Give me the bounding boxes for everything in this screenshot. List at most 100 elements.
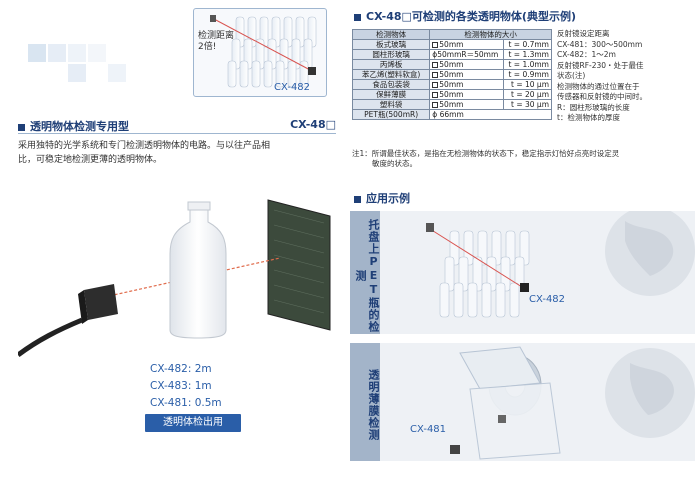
square-icon [432,102,439,108]
size-value: 50mm [439,40,464,49]
decor-square [108,64,126,82]
table-cell: 苯乙烯(塑料软盒) [351,69,431,80]
detectable-objects-header: CX-48□可检测的各类透明物体(典型示例) [354,8,694,24]
table-cell: 50mm [429,39,505,50]
note-line: 状态(注) [557,71,586,80]
table-row: 苯乙烯(塑料软盒) 50mm t = 0.9mm [351,69,552,80]
table-cell: 塑料袋 [351,99,431,110]
table-cell: 丙烯板 [351,59,431,70]
table-cell: 板式玻璃 [351,39,431,50]
model-range-item: CX-482: 2m [150,363,212,375]
size-value: 50mm [439,90,464,99]
table-cell: 50mm [429,59,505,70]
note-line: CX-481：300～500mm [557,39,643,49]
table-cell: t = 1.3mm [503,49,552,60]
table-header-cell: 检测物体 [351,29,431,40]
table-cell: 圆柱形玻璃 [351,49,431,60]
mirror-setting-notes: 反射镜设定距离 CX-481：300～500mm CX-482：1～2m 反射镜… [557,29,697,124]
section-title: 应用示例 [366,192,410,205]
section-title: 透明物体检测专用型 [30,120,129,133]
square-icon [432,72,439,78]
table-cell: ϕ 66mm [429,109,552,120]
model-range-item: CX-481: 0.5m [150,397,222,409]
table-cell: 50mm [429,79,505,90]
note-line: 传感器和反射镜的中间时。 [557,92,647,101]
note-line: 反射镜RF-230・处于最佳 [557,60,644,70]
note-line: CX-482：1～2m [557,50,616,59]
decor-square [88,44,106,62]
section-transparent-header: 透明物体检测专用型 CX-48□ [18,118,336,134]
desc-line: 比，可稳定地检测更薄的透明物体。 [18,155,163,165]
transparent-detection-badge: 透明体检出用 [145,414,241,432]
footnote: 注1：所谓最佳状态，是指在无检测物体的状态下，稳定指示灯恰好点亮时设定灵 敏度的… [352,149,694,169]
table-row: 保鲜薄膜 50mm t = 20 μm [351,89,552,100]
footnote-line: 敏度的状态。 [372,159,417,168]
table-cell: 50mm [429,99,505,110]
decor-square [28,44,46,62]
app2-model-label: CX-481 [410,424,447,435]
decor-square [68,64,86,82]
detectable-objects-table: 检测物体 检测物体的大小 板式玻璃 50mm t = 0.7mm 圆柱形玻璃 ϕ… [351,29,552,120]
table-row: 丙烯板 50mm t = 1.0mm [351,59,552,70]
application-pet-bottle-panel: 托盘上PET瓶的检测 CX-482 [350,211,695,334]
app1-tab-label: 托盘上PET瓶的检测 [350,211,380,334]
application-examples-header: 应用示例 [354,190,410,206]
table-header-cell: 检测物体的大小 [429,29,552,40]
square-icon [432,82,439,88]
callout-line2: 2倍! [198,42,217,52]
table-cell: 50mm [429,69,505,80]
table-cell: ϕ50mmR＝50mm [429,49,505,60]
desc-line: 采用独特的光学系统和专门检测透明物体的电路。与以往产品相 [18,141,271,151]
table-cell: t = 0.7mm [503,39,552,50]
model-range-list: CX-482: 2m CX-483: 1m CX-481: 0.5m [150,361,222,412]
section-bullet-icon [18,123,25,131]
square-icon [432,42,439,48]
square-icon [432,92,439,98]
app2-illustration [450,346,695,460]
model-range-item: CX-483: 1m [150,380,212,392]
series-label: CX-48□ [290,118,336,131]
size-value: 50mm [439,80,464,89]
table-cell: t = 1.0mm [503,59,552,70]
app1-illustration [426,211,695,318]
table-cell: 保鲜薄膜 [351,89,431,100]
sensor-bottle-reflector-image [18,199,331,358]
table-cell: PET瓶(500mR) [351,109,431,120]
detection-distance-callout: 检测距离 2倍! [198,31,234,53]
table-row: 食品包装袋 50mm t = 10 μm [351,79,552,90]
note-line: t：检测物体的厚度 [557,113,620,122]
top-model-label: CX-482 [274,82,311,93]
table-cell: t = 20 μm [503,89,552,100]
size-value: 50mm [439,70,464,79]
decor-square [68,44,86,62]
note-line: R：圆柱形玻璃的长度 [557,102,630,112]
footnote-line: 注1：所谓最佳状态，是指在无检测物体的状态下，稳定指示灯恰好点亮时设定灵 [352,149,620,158]
table-cell: 50mm [429,89,505,100]
table-cell: t = 30 μm [503,99,552,110]
bottle-pallet-image [210,15,317,88]
pallet-illustration-box: 检测距离 2倍! CX-482 [193,8,327,97]
section-title: CX-48□可检测的各类透明物体(典型示例) [366,10,576,23]
table-row: 圆柱形玻璃 ϕ50mmR＝50mm t = 1.3mm [351,49,552,60]
table-row: 板式玻璃 50mm t = 0.7mm [351,39,552,50]
size-value: 50mm [439,60,464,69]
square-icon [432,62,439,68]
product-illustration [18,180,348,380]
table-row: PET瓶(500mR) ϕ 66mm [351,109,552,120]
table-header-row: 检测物体 检测物体的大小 [351,29,552,40]
decor-square [48,44,66,62]
table-row: 塑料袋 50mm t = 30 μm [351,99,552,110]
application-film-panel: 透明薄膜检测 CX-481 [350,343,695,461]
section-bullet-icon [354,13,361,21]
section-description: 采用独特的光学系统和专门检测透明物体的电路。与以往产品相 比，可稳定地检测更薄的… [18,139,336,167]
table-cell: t = 0.9mm [503,69,552,80]
note-line: 反射镜设定距离 [557,29,610,38]
app1-model-label: CX-482 [529,294,566,305]
size-value: 50mm [439,100,464,109]
app2-tab-label: 透明薄膜检测 [350,343,380,461]
table-cell: t = 10 μm [503,79,552,90]
table-cell: 食品包装袋 [351,79,431,90]
section-bullet-icon [354,195,361,203]
callout-line1: 检测距离 [198,31,235,41]
note-line: 检测物体的通过位置在于 [557,81,640,91]
